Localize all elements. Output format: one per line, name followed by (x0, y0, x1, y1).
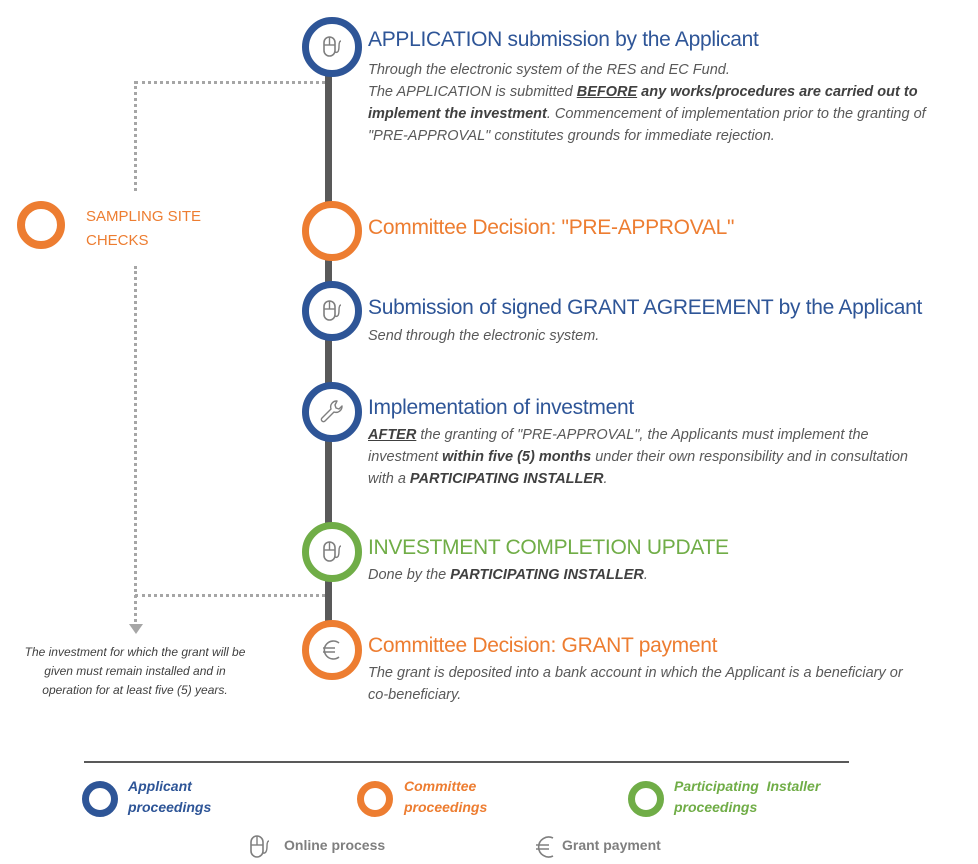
legend-text: Committee (404, 778, 477, 794)
desc-bold: PARTICIPATING INSTALLER (409, 471, 604, 487)
mouse-icon (323, 300, 342, 321)
step-6-description: The grant is deposited into a bank accou… (368, 665, 903, 703)
step-2-node (302, 201, 362, 261)
step-5-description: Done by the PARTICIPATING INSTALLER. (368, 564, 928, 586)
step-6-title: Committee Decision: GRANT payment (368, 634, 718, 657)
legend-installer-ring (628, 781, 664, 817)
sampling-connector-lower (134, 266, 137, 622)
legend-text: Applicant (128, 778, 192, 794)
step-4-title: Implementation of investment (368, 396, 634, 419)
arrow-down-icon (129, 624, 143, 634)
legend-committee-label: Committee proceedings (404, 776, 487, 818)
step-1-description: Through the electronic system of the RES… (368, 59, 928, 147)
step-2-title: Committee Decision: "PRE-APPROVAL" (368, 216, 735, 239)
step-3-node (302, 281, 362, 341)
note-line3: operation for at least five (5) years. (42, 683, 228, 697)
timeline-spine (325, 40, 332, 650)
legend-grant-label: Grant payment (562, 837, 661, 853)
step-1-desc-para2: The APPLICATION is submitted BEFORE any … (368, 81, 928, 147)
mouse-icon (323, 541, 342, 562)
step-5-node (302, 522, 362, 582)
desc-text: . Commencement of implementation prior t… (368, 106, 926, 144)
desc-text: . (643, 567, 648, 583)
step-1-node (302, 17, 362, 77)
mouse-icon (323, 36, 342, 57)
desc-emphasis: AFTER (368, 427, 417, 443)
note-line2: given must remain installed and in (44, 664, 226, 678)
sampling-checks-label: SAMPLING SITE CHECKS (86, 205, 201, 253)
desc-bold: any works/procedures are carried out to … (368, 84, 918, 122)
desc-bold: PARTICIPATING INSTALLER (450, 567, 644, 583)
note-line1: The investment for which the grant will … (24, 645, 246, 659)
sampling-connector-bottom (135, 594, 325, 597)
desc-text: . (603, 471, 608, 487)
legend-online-label: Online process (284, 837, 386, 853)
desc-bold: within five (5) months (442, 449, 592, 465)
step-4-node (302, 382, 362, 442)
legend-text: Participating Installer (674, 778, 821, 794)
step-3-description: Send through the electronic system. (368, 328, 600, 344)
legend-euro-icon (536, 836, 554, 858)
step-1-desc-line1: Through the electronic system of the RES… (368, 62, 730, 78)
legend-divider (84, 761, 849, 763)
desc-text: under their own responsibility and in co… (368, 449, 908, 487)
retention-note: The investment for which the grant will … (0, 643, 270, 700)
desc-text: The APPLICATION is submitted (368, 84, 577, 100)
legend-installer-label: Participating Installer proceedings (674, 776, 820, 818)
step-5-title: INVESTMENT COMPLETION UPDATE (368, 536, 729, 559)
legend-text: proceedings (404, 799, 488, 815)
sampling-checks-ring (17, 201, 65, 249)
desc-emphasis: BEFORE (576, 84, 638, 100)
step-4-description: AFTER the granting of "PRE-APPROVAL", th… (368, 424, 928, 490)
legend-committee-ring (357, 781, 393, 817)
sampling-connector-top (135, 81, 325, 84)
sampling-label-line1: SAMPLING SITE (86, 208, 202, 225)
sampling-connector-upper (134, 81, 137, 191)
sampling-label-line2: CHECKS (86, 232, 149, 249)
euro-icon (323, 640, 340, 660)
desc-text: Done by the (368, 567, 451, 583)
legend-applicant-label: Applicant proceedings (128, 776, 211, 818)
wrench-icon (320, 400, 343, 423)
step-6-node (302, 620, 362, 680)
legend-applicant-ring (82, 781, 118, 817)
legend-text: proceedings (674, 799, 758, 815)
desc-text: the granting of "PRE-APPROVAL", the Appl… (368, 427, 869, 465)
legend-mouse-icon (250, 835, 270, 858)
legend-text: proceedings (128, 799, 212, 815)
step-3-title: Submission of signed GRANT AGREEMENT by … (368, 296, 923, 319)
step-1-title: APPLICATION submission by the Applicant (368, 28, 759, 51)
